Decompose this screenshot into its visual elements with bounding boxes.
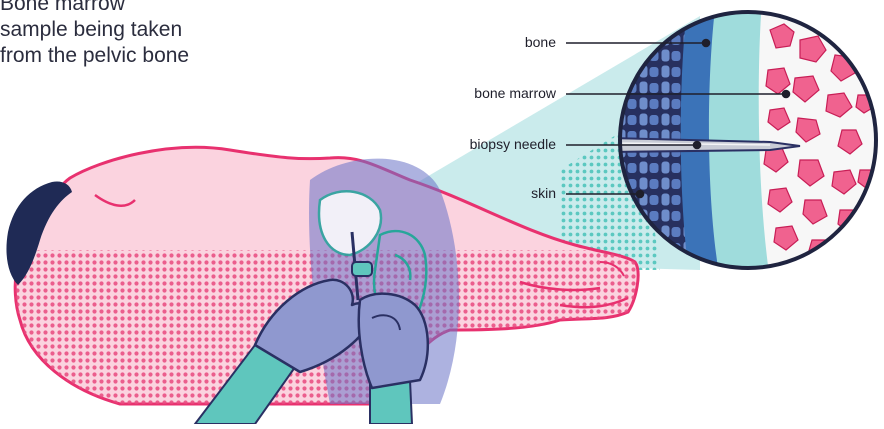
label-skin: skin [396,185,556,201]
label-bone: bone [396,34,556,50]
title-line-2: sample being taken [0,17,182,43]
title-line-3: from the pelvic bone [0,43,189,69]
label-biopsy-needle: biopsy needle [396,136,556,152]
title-line-1: Bone marrow [0,0,125,17]
label-bone-marrow: bone marrow [396,85,556,101]
